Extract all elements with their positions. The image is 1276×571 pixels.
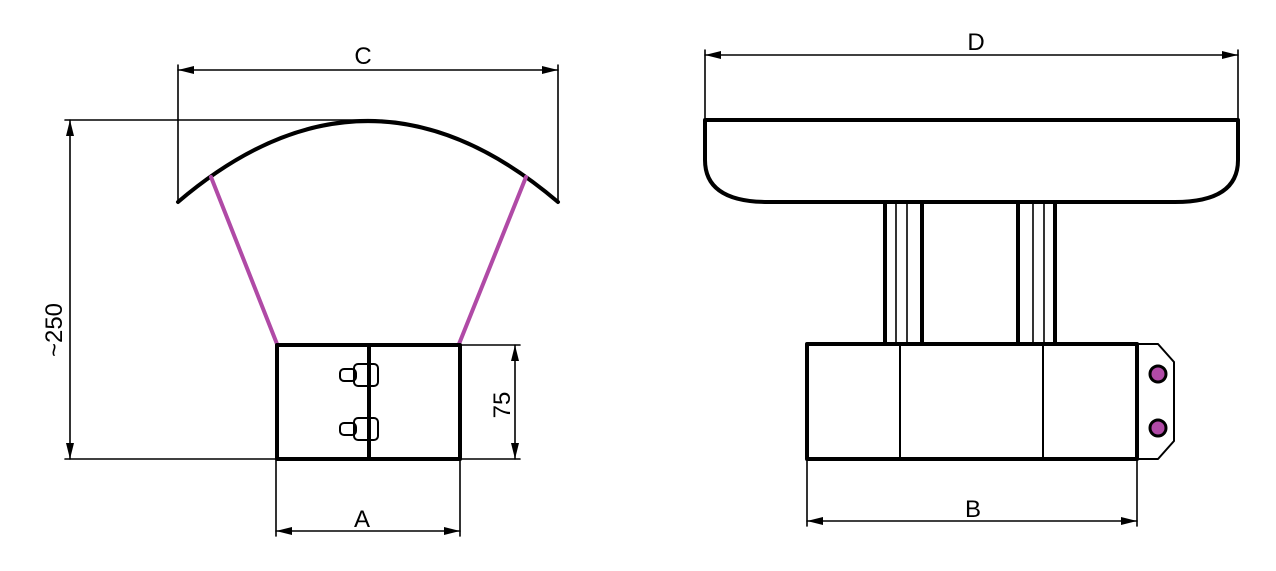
dimension-height-base: 75 (459, 344, 521, 460)
base-box (805, 342, 1139, 461)
dimension-a: A (275, 458, 461, 537)
hinge-bolt-bottom (1148, 418, 1168, 438)
dimension-b: B (806, 458, 1138, 527)
support-strut-right (1016, 202, 1057, 345)
dimension-label-height-base: 75 (489, 392, 516, 419)
front-view: C ~250 75 A (41, 43, 560, 537)
clamp-flange (1136, 343, 1175, 460)
dimension-d: D (704, 29, 1239, 119)
hood-body (703, 118, 1240, 204)
dimension-label-d: D (967, 29, 984, 56)
clamp-bolt-bottom (339, 417, 379, 441)
dimension-height-total: ~250 (41, 119, 371, 460)
clamp-bolt-top (339, 363, 379, 387)
side-view: D (703, 29, 1240, 527)
dimension-label-c: C (354, 43, 371, 70)
dimension-label-height-total: ~250 (41, 303, 68, 357)
hood-wall-right (457, 175, 528, 346)
dimension-label-b: B (965, 496, 981, 523)
hood-wall-left (209, 175, 279, 346)
hood-arc (176, 119, 560, 204)
dimension-c: C (177, 43, 559, 201)
dimension-label-a: A (354, 506, 370, 533)
hinge-bolt-top (1148, 364, 1168, 384)
support-strut-left (883, 202, 924, 345)
